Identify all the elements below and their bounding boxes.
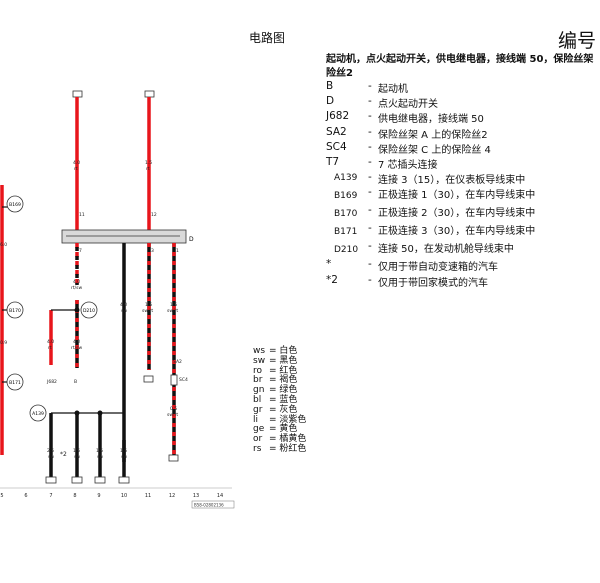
bubble-d210: D210: [80, 301, 98, 319]
color-key-row: ro= 红色: [253, 365, 298, 376]
wire-label: rt/sw: [71, 345, 82, 351]
wire-label: sw: [74, 455, 80, 460]
column-number: 14: [217, 493, 223, 499]
doc-number: 编号: [558, 30, 597, 52]
wire-label: rt: [48, 345, 52, 351]
wire-label: sw: [121, 309, 127, 314]
wire-label: 4.0: [73, 339, 80, 345]
doc-ref-box: [191, 500, 235, 509]
connector-label-d: D: [189, 236, 194, 243]
junction-dot: [97, 410, 103, 416]
column-number: 5: [0, 493, 3, 499]
wire-label: 4.0: [73, 160, 80, 166]
wire-label: 1.5: [170, 302, 177, 308]
svg-text:D210: D210: [83, 308, 95, 314]
bubble-a139: A139: [29, 404, 47, 422]
pin-label: 3: [151, 248, 154, 254]
component-box: [168, 454, 179, 462]
column-number: 10: [121, 493, 127, 499]
wire-label: 1.5: [96, 448, 103, 454]
page-title: 电路图: [249, 31, 286, 45]
pin-label: 11: [79, 212, 85, 218]
component-label-sc4: SC4: [179, 377, 188, 383]
color-key-row: ws= 白色: [253, 346, 298, 356]
color-key-row: bl= 蓝色: [253, 394, 298, 405]
ground-terminal: [45, 476, 57, 484]
circuit-diagram: B169 B170 B171 D210 A139 6.0 4.0 rt 1.5 …: [0, 90, 235, 509]
wire-label: rt/sw: [71, 285, 82, 291]
bubble-b170: B170: [6, 301, 24, 319]
svg-text:B170: B170: [9, 308, 21, 314]
column-number: 9: [97, 493, 100, 499]
terminal-box: [144, 90, 155, 98]
column-number: 13: [193, 493, 199, 499]
doc-ref: B58-02802136: [194, 503, 224, 508]
wire-label: 4.0: [73, 279, 80, 285]
bubble-b169: B169: [6, 195, 24, 213]
svg-text:A139: A139: [32, 411, 44, 417]
color-key-row: br= 褐色: [253, 375, 298, 386]
wire-label: 1.5: [73, 448, 80, 454]
connector-d: [61, 229, 187, 244]
color-key: ws= 白色 sw= 黑色 ro= 红色 br= 褐色 gn= 绿色 bl= 蓝…: [253, 346, 307, 455]
component-box: [143, 375, 154, 383]
legend-heading-line1: 起动机，点火起动开关，供电继电器，接线端 50，保险丝架: [326, 54, 594, 65]
wire-label: sw: [48, 455, 54, 460]
wire-label: 1.5: [145, 160, 152, 166]
fuse-sc4: [170, 374, 178, 386]
wire-label: 1.5: [145, 302, 152, 308]
bubble-b171: B171: [6, 373, 24, 391]
wire-label: sw/rt: [167, 308, 178, 314]
component-label-b: B: [74, 379, 77, 385]
terminal-box: [72, 90, 83, 98]
wire-label: rt: [146, 166, 150, 172]
component-label-j682: J682: [46, 379, 57, 385]
column-number: 6: [24, 493, 27, 499]
wire-label: 6.0: [0, 242, 7, 248]
color-key-row: gr= 灰色: [253, 404, 298, 415]
column-number: 12: [169, 493, 175, 499]
legend-heading: 起动机，点火起动开关，供电继电器，接线端 50，保险丝架 险丝2: [326, 53, 600, 81]
pin-label: 12: [151, 212, 157, 218]
column-number: 11: [145, 493, 151, 499]
junction-dot: [74, 410, 80, 416]
color-key-row: or= 橘黄色: [253, 434, 307, 445]
wire-label: 0.9: [0, 340, 7, 346]
color-key-row: li= 淡紫色: [253, 414, 307, 425]
wire-label: 2.5: [47, 448, 54, 454]
color-key-row: ge= 黄色: [253, 424, 298, 435]
legend-heading-line2: 险丝2: [326, 68, 353, 79]
ground-terminal: [94, 476, 106, 484]
pin-label: 1: [176, 248, 179, 254]
wire-label: 0.5: [170, 406, 177, 412]
ground-terminal: [118, 476, 130, 484]
color-key-row: rs= 粉红色: [253, 443, 307, 454]
column-number: 8: [73, 493, 76, 499]
wire-label: 1.5: [120, 448, 127, 454]
color-key-row: sw= 黑色: [253, 355, 298, 366]
wire-label: sw/rt: [142, 308, 153, 314]
ground-terminal: [71, 476, 83, 484]
wire-label: sw: [97, 455, 103, 460]
component-label-sa2: SA2: [173, 359, 182, 365]
wire-label: 4.0: [47, 339, 54, 345]
wire-label: 4.0: [120, 302, 127, 308]
wire-label: sw/rt: [167, 412, 178, 418]
junction-dot: [74, 307, 80, 313]
column-number: 7: [49, 493, 52, 499]
wire-label: sw: [121, 455, 127, 460]
footnote-star2: *2: [60, 451, 67, 458]
svg-text:B171: B171: [9, 380, 21, 386]
pin-label: 7: [79, 248, 82, 254]
wire-label: rt: [74, 166, 78, 172]
color-key-row: gn= 绿色: [253, 385, 298, 396]
svg-text:B169: B169: [9, 202, 21, 208]
